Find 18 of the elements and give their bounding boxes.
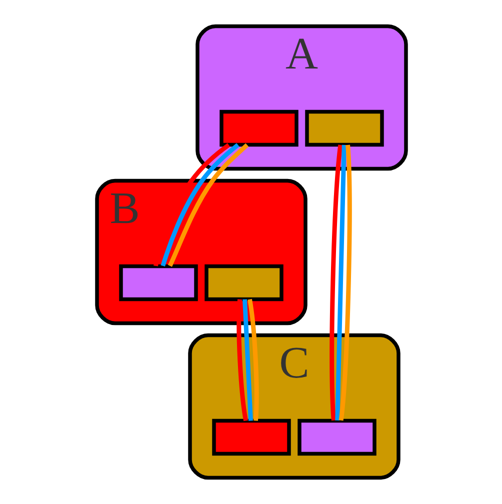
node-box (304, 110, 384, 147)
node-box (118, 264, 198, 302)
node-box (297, 418, 376, 456)
node-box (204, 264, 283, 302)
node-box (219, 110, 298, 147)
node-box (212, 418, 290, 456)
connector (153, 143, 230, 266)
connector (329, 144, 342, 421)
connector (246, 298, 258, 421)
cluster: B (94, 178, 307, 326)
connector (338, 144, 352, 421)
connector (334, 144, 346, 421)
connector (242, 299, 252, 421)
cluster: C (188, 333, 400, 480)
cluster: A (195, 24, 408, 171)
connector (236, 299, 248, 422)
connector (167, 143, 248, 267)
connector (160, 143, 239, 267)
